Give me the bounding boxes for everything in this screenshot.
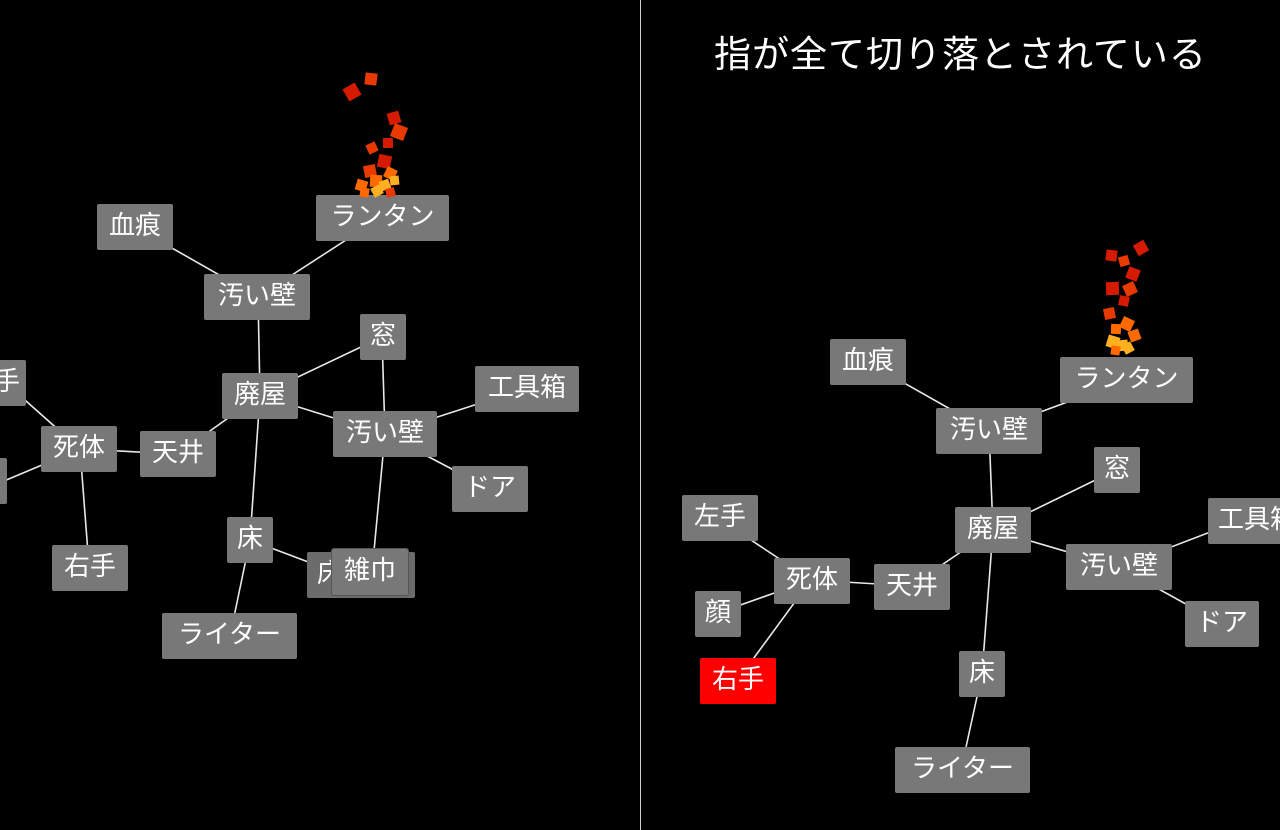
edge	[981, 529, 994, 675]
node-floor[interactable]: 床	[227, 517, 273, 563]
node-right-hand-selected[interactable]: 右手	[700, 658, 776, 704]
node-dirty-wall[interactable]: 汚い壁	[204, 274, 310, 320]
node-toolbox[interactable]: 工具箱	[475, 366, 579, 412]
fire-particle	[1105, 281, 1120, 296]
node-right-hand[interactable]: 右手	[52, 545, 128, 591]
node-bloodstain[interactable]: 血痕	[830, 339, 906, 385]
node-corpse[interactable]: 死体	[41, 426, 117, 472]
fire-particle	[364, 72, 378, 86]
fire-particle	[1118, 295, 1130, 307]
node-left-hand-partial[interactable]: 手	[0, 360, 26, 406]
node-toolbox[interactable]: 工具箱	[1208, 498, 1280, 544]
fire-particle	[1110, 323, 1122, 335]
node-floor[interactable]: 床	[959, 651, 1005, 697]
node-lantern[interactable]: ランタン	[316, 195, 449, 241]
node-rag-dragged[interactable]: 雑巾	[332, 549, 408, 595]
node-door[interactable]: ドア	[452, 466, 528, 512]
node-window[interactable]: 窓	[360, 314, 406, 360]
node-dirty-wall[interactable]: 汚い壁	[936, 408, 1042, 454]
node-bloodstain[interactable]: 血痕	[97, 204, 173, 250]
node-ruin[interactable]: 廃屋	[955, 507, 1031, 553]
hint-text: 指が全て切り落とされている	[714, 33, 1207, 76]
fire-particle	[359, 187, 370, 198]
fire-particle	[1105, 249, 1118, 262]
node-window[interactable]: 窓	[1094, 447, 1140, 493]
fire-particle	[1110, 345, 1121, 356]
fire-particle	[382, 137, 394, 149]
node-offscreen-partial[interactable]	[0, 458, 7, 504]
left-edges	[3, 217, 528, 637]
node-lighter[interactable]: ライター	[162, 613, 297, 659]
node-lighter[interactable]: ライター	[895, 747, 1030, 793]
left-board: ランタン 血痕 汚い壁 窓 廃屋 工具箱 汚い壁 手 死体 天井 ドア 床 床 …	[0, 72, 579, 659]
node-corpse[interactable]: 死体	[774, 558, 850, 604]
split-divider	[640, 0, 641, 830]
node-face[interactable]: 顔	[695, 591, 741, 637]
fire-particle	[1103, 307, 1116, 320]
node-lantern[interactable]: ランタン	[1060, 357, 1193, 403]
right-board: 指が全て切り落とされている 血痕 ランタン 汚い壁 窓 左手 廃屋 工具箱 死体…	[641, 0, 1280, 830]
fire-particle	[389, 175, 400, 186]
node-dirty-wall[interactable]: 汚い壁	[1066, 544, 1172, 590]
node-ceiling[interactable]: 天井	[874, 564, 950, 610]
node-door[interactable]: ドア	[1185, 601, 1259, 647]
node-left-hand[interactable]: 左手	[682, 495, 758, 541]
node-ceiling[interactable]: 天井	[140, 431, 216, 477]
edge	[249, 394, 261, 541]
node-dirty-wall[interactable]: 汚い壁	[333, 411, 437, 457]
node-ruin[interactable]: 廃屋	[222, 373, 298, 419]
